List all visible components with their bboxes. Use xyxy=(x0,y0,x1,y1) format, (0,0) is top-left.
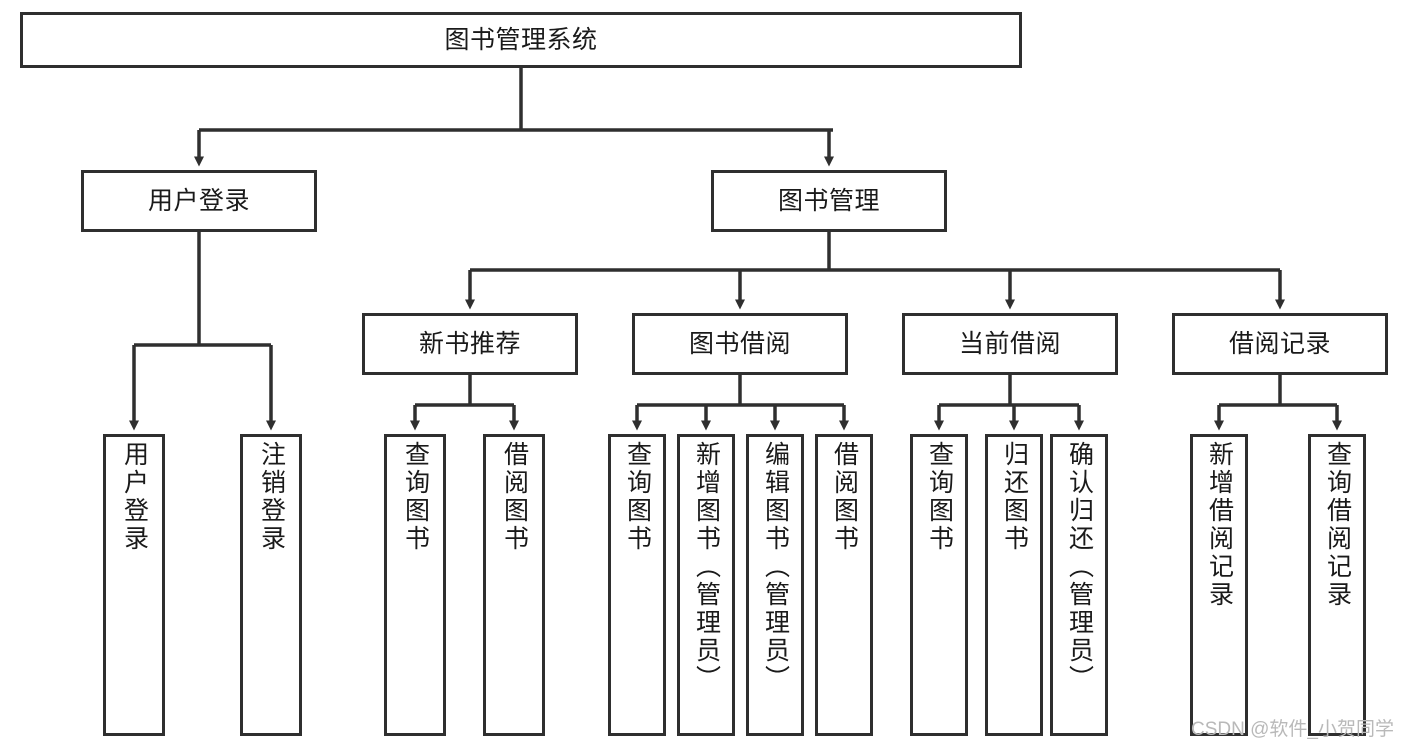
leaf-add-borrow-record[interactable]: 新增借阅记录 xyxy=(1190,434,1248,736)
leaf-confirm-return-admin[interactable]: 确认归还（管理员） xyxy=(1050,434,1108,736)
leaf-user-login[interactable]: 用户登录 xyxy=(103,434,165,736)
node-book-management[interactable]: 图书管理 xyxy=(711,170,947,232)
leaf-query-book-current[interactable]: 查询图书 xyxy=(910,434,968,736)
leaf-borrow-book-recommend-label: 借阅图书 xyxy=(500,441,529,553)
leaf-add-borrow-record-label: 新增借阅记录 xyxy=(1205,441,1234,609)
leaf-add-book-admin-label: 新增图书（管理员） xyxy=(692,441,721,693)
leaf-query-book-current-label: 查询图书 xyxy=(925,441,954,553)
leaf-borrow-book-recommend[interactable]: 借阅图书 xyxy=(483,434,545,736)
node-borrow-record[interactable]: 借阅记录 xyxy=(1172,313,1388,375)
leaf-confirm-return-admin-label: 确认归还（管理员） xyxy=(1065,441,1094,693)
node-borrow-record-label: 借阅记录 xyxy=(1228,330,1331,358)
node-user-login-label: 用户登录 xyxy=(147,187,250,215)
leaf-edit-book-admin-label: 编辑图书（管理员） xyxy=(761,441,790,693)
node-book-borrow-label: 图书借阅 xyxy=(688,330,791,358)
leaf-return-book[interactable]: 归还图书 xyxy=(985,434,1043,736)
leaf-query-book-recommend-label: 查询图书 xyxy=(401,441,430,553)
leaf-query-book-borrow-label: 查询图书 xyxy=(623,441,652,553)
leaf-return-book-label: 归还图书 xyxy=(1000,441,1029,553)
node-book-borrow[interactable]: 图书借阅 xyxy=(632,313,848,375)
leaf-logout-label: 注销登录 xyxy=(257,441,286,553)
leaf-borrow-book-borrow[interactable]: 借阅图书 xyxy=(815,434,873,736)
leaf-user-login-label: 用户登录 xyxy=(120,441,149,553)
node-root-label: 图书管理系统 xyxy=(444,26,598,54)
node-current-borrow-label: 当前借阅 xyxy=(958,330,1061,358)
watermark: CSDN @软件_小贺同学 xyxy=(1191,719,1394,740)
leaf-query-borrow-record[interactable]: 查询借阅记录 xyxy=(1308,434,1366,736)
leaf-query-book-borrow[interactable]: 查询图书 xyxy=(608,434,666,736)
node-user-login[interactable]: 用户登录 xyxy=(81,170,317,232)
leaf-query-borrow-record-label: 查询借阅记录 xyxy=(1323,441,1352,609)
node-current-borrow[interactable]: 当前借阅 xyxy=(902,313,1118,375)
node-new-book-recommend[interactable]: 新书推荐 xyxy=(362,313,578,375)
leaf-logout[interactable]: 注销登录 xyxy=(240,434,302,736)
node-book-management-label: 图书管理 xyxy=(777,187,880,215)
node-root[interactable]: 图书管理系统 xyxy=(20,12,1022,68)
leaf-add-book-admin[interactable]: 新增图书（管理员） xyxy=(677,434,735,736)
node-new-book-recommend-label: 新书推荐 xyxy=(418,330,521,358)
leaf-query-book-recommend[interactable]: 查询图书 xyxy=(384,434,446,736)
leaf-edit-book-admin[interactable]: 编辑图书（管理员） xyxy=(746,434,804,736)
leaf-borrow-book-borrow-label: 借阅图书 xyxy=(830,441,859,553)
